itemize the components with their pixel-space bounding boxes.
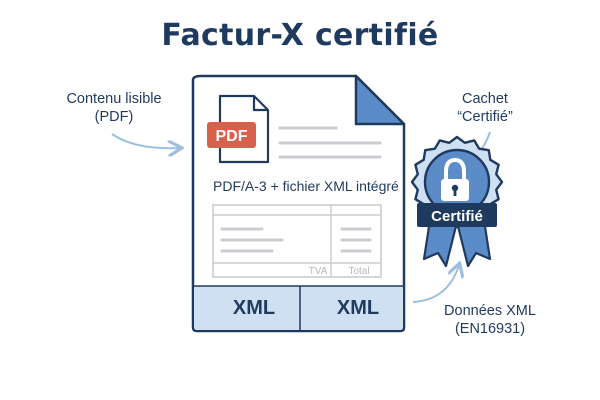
document-text-lines (278, 126, 382, 159)
document-folded-corner (354, 74, 406, 126)
callout-certified-seal-line1: Cachet (462, 91, 508, 107)
callout-xml-data-line2: (EN16931) (454, 321, 526, 337)
callout-xml-data: Données XML (EN16931) (430, 302, 550, 338)
badge-label-banner (417, 203, 497, 227)
table-header-tva: TVA (309, 266, 328, 277)
callout-pdf-content: Contenu lisible (PDF) (44, 90, 184, 126)
arrow-bottom-right (412, 265, 459, 303)
arrow-left (111, 133, 180, 148)
xml-block-2: XML (337, 297, 379, 319)
invoice-table: TVA Total (212, 204, 382, 278)
table-header-total: Total (348, 266, 369, 277)
document-format-text: PDF/A-3 + fichier XML intégré (213, 178, 399, 194)
callout-certified-seal-line2: “Certifié” (457, 109, 513, 125)
pdf-icon-label: PDF (216, 128, 248, 145)
xml-band: XML XML (194, 285, 403, 330)
callout-pdf-content-line2: (PDF) (94, 109, 134, 125)
pdf-file-icon: PDF (207, 94, 270, 164)
callout-xml-data-line1: Données XML (444, 303, 536, 319)
invoice-document: PDF PDF/A-3 + fichier XML intégré (191, 74, 406, 333)
padlock-icon (441, 157, 469, 201)
xml-block-1: XML (233, 297, 275, 319)
callout-certified-seal: Cachet “Certifié” (430, 90, 540, 126)
diagram-title: Factur-X certifié (161, 18, 439, 53)
certified-badge: Certifié (410, 135, 504, 268)
badge-label: Certifié (431, 208, 483, 225)
callout-pdf-content-line1: Contenu lisible (66, 91, 162, 107)
